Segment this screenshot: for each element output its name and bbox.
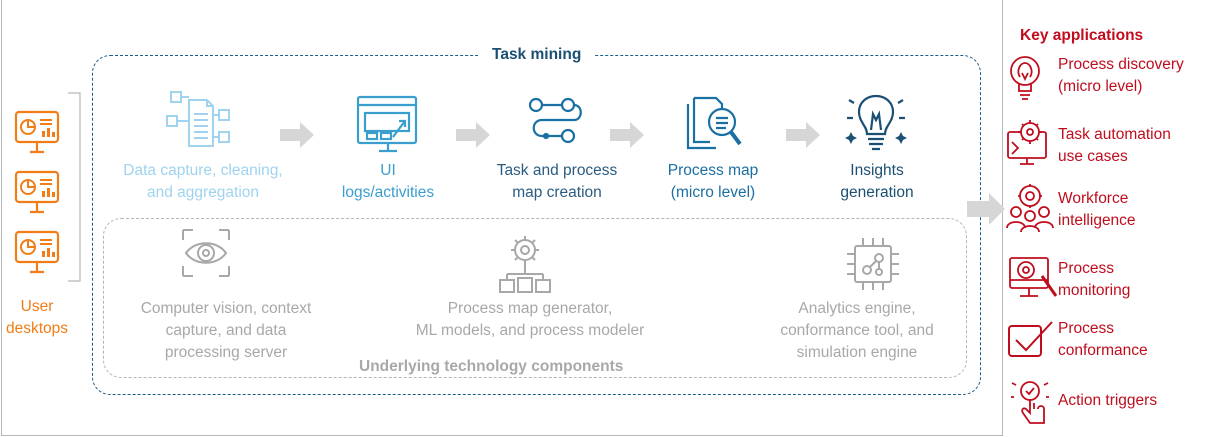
- pipeline-step-line1: Insights: [850, 162, 904, 179]
- user-desktops-label: User desktops: [2, 296, 72, 340]
- outer-frame: [1, 0, 1003, 436]
- application-line2: use cases: [1058, 148, 1128, 165]
- application-line1: Workforce: [1058, 190, 1129, 207]
- application-line2: intelligence: [1058, 212, 1136, 229]
- pipeline-step-line2: map creation: [512, 184, 602, 201]
- user-desktops-line2: desktops: [5, 320, 69, 337]
- technology-label: Analytics engine, conformance tool, and …: [768, 298, 946, 364]
- application-line2: (micro level): [1058, 78, 1143, 95]
- flow-arrow-icon: [456, 122, 490, 148]
- output-arrow-icon: [967, 193, 1005, 225]
- application-line1: Process: [1058, 260, 1114, 277]
- technology-line1: Analytics engine,: [798, 300, 916, 317]
- technology-label: Computer vision, context capture, and da…: [112, 298, 340, 364]
- technology-line2: ML models, and process modeler: [415, 322, 645, 339]
- pipeline-step-label: Data capture, cleaning, and aggregation: [108, 160, 298, 204]
- pipeline-step-label: Task and process map creation: [477, 160, 637, 204]
- application-label: Process monitoring: [1058, 258, 1130, 302]
- pipeline-step-label: Process map (micro level): [648, 160, 778, 204]
- application-label: Action triggers: [1058, 390, 1157, 412]
- flow-arrow-icon: [280, 122, 314, 148]
- pipeline-step-label: Insights generation: [820, 160, 934, 204]
- pipeline-step-line1: Task and process: [496, 162, 618, 179]
- gear-network-icon: [499, 236, 551, 293]
- key-applications-title: Key applications: [1020, 27, 1144, 44]
- pipeline-step-line2: (micro level): [670, 184, 756, 201]
- desktop-monitor-icon: [14, 170, 60, 214]
- desktop-monitor-icon: [14, 110, 60, 154]
- technology-title: Underlying technology components: [345, 358, 638, 376]
- technology-box: [103, 218, 967, 378]
- process-path-icon: [528, 97, 582, 144]
- application-line1: Task automation: [1058, 126, 1171, 143]
- user-desktops-line1: User: [20, 298, 54, 315]
- flow-arrow-icon: [610, 122, 644, 148]
- automation-gear-icon: [1007, 120, 1047, 165]
- flow-arrow-icon: [786, 122, 820, 148]
- pipeline-step-line2: generation: [840, 184, 914, 201]
- document-flow-icon: [166, 91, 230, 147]
- lightbulb-icon: [845, 94, 907, 151]
- workforce-people-icon: [1006, 184, 1054, 233]
- desktop-monitor-icon: [14, 230, 60, 274]
- technology-line3: simulation engine: [796, 344, 918, 361]
- idea-bulb-icon: [1010, 56, 1040, 100]
- monitor-magnifier-icon: [1009, 257, 1058, 297]
- application-line1: Process: [1058, 320, 1114, 337]
- technology-line2: conformance tool, and: [780, 322, 934, 339]
- technology-line3: processing server: [164, 344, 288, 361]
- application-line1: Action triggers: [1058, 392, 1158, 409]
- technology-line2: capture, and data: [165, 322, 287, 339]
- pipeline-step-line2: and aggregation: [146, 184, 260, 201]
- application-label: Process conformance: [1058, 318, 1148, 362]
- desktop-bracket: [68, 92, 81, 282]
- checkbox-icon: [1008, 321, 1053, 357]
- pipeline-step-line1: Data capture, cleaning,: [123, 162, 283, 179]
- application-line2: conformance: [1058, 342, 1148, 359]
- technology-label: Process map generator, ML models, and pr…: [395, 298, 665, 342]
- application-label: Process discovery (micro level): [1058, 54, 1184, 98]
- application-line1: Process discovery: [1058, 56, 1184, 73]
- eye-gear-icon: [182, 229, 230, 277]
- touch-trigger-icon: [1011, 381, 1049, 424]
- technology-line1: Computer vision, context: [140, 300, 312, 317]
- pipeline-step-line2: logs/activities: [341, 184, 435, 201]
- document-search-icon: [686, 96, 742, 150]
- task-mining-title: Task mining: [478, 46, 596, 64]
- technology-line1: Process map generator,: [447, 300, 613, 317]
- chip-icon: [847, 238, 899, 290]
- pipeline-step-line1: Process map: [667, 162, 759, 179]
- pipeline-step-label: UI logs/activities: [328, 160, 448, 204]
- application-line2: monitoring: [1058, 282, 1131, 299]
- pipeline-step-line1: UI: [380, 162, 396, 179]
- ui-window-icon: [356, 95, 418, 153]
- application-label: Workforce intelligence: [1058, 188, 1136, 232]
- application-label: Task automation use cases: [1058, 124, 1171, 168]
